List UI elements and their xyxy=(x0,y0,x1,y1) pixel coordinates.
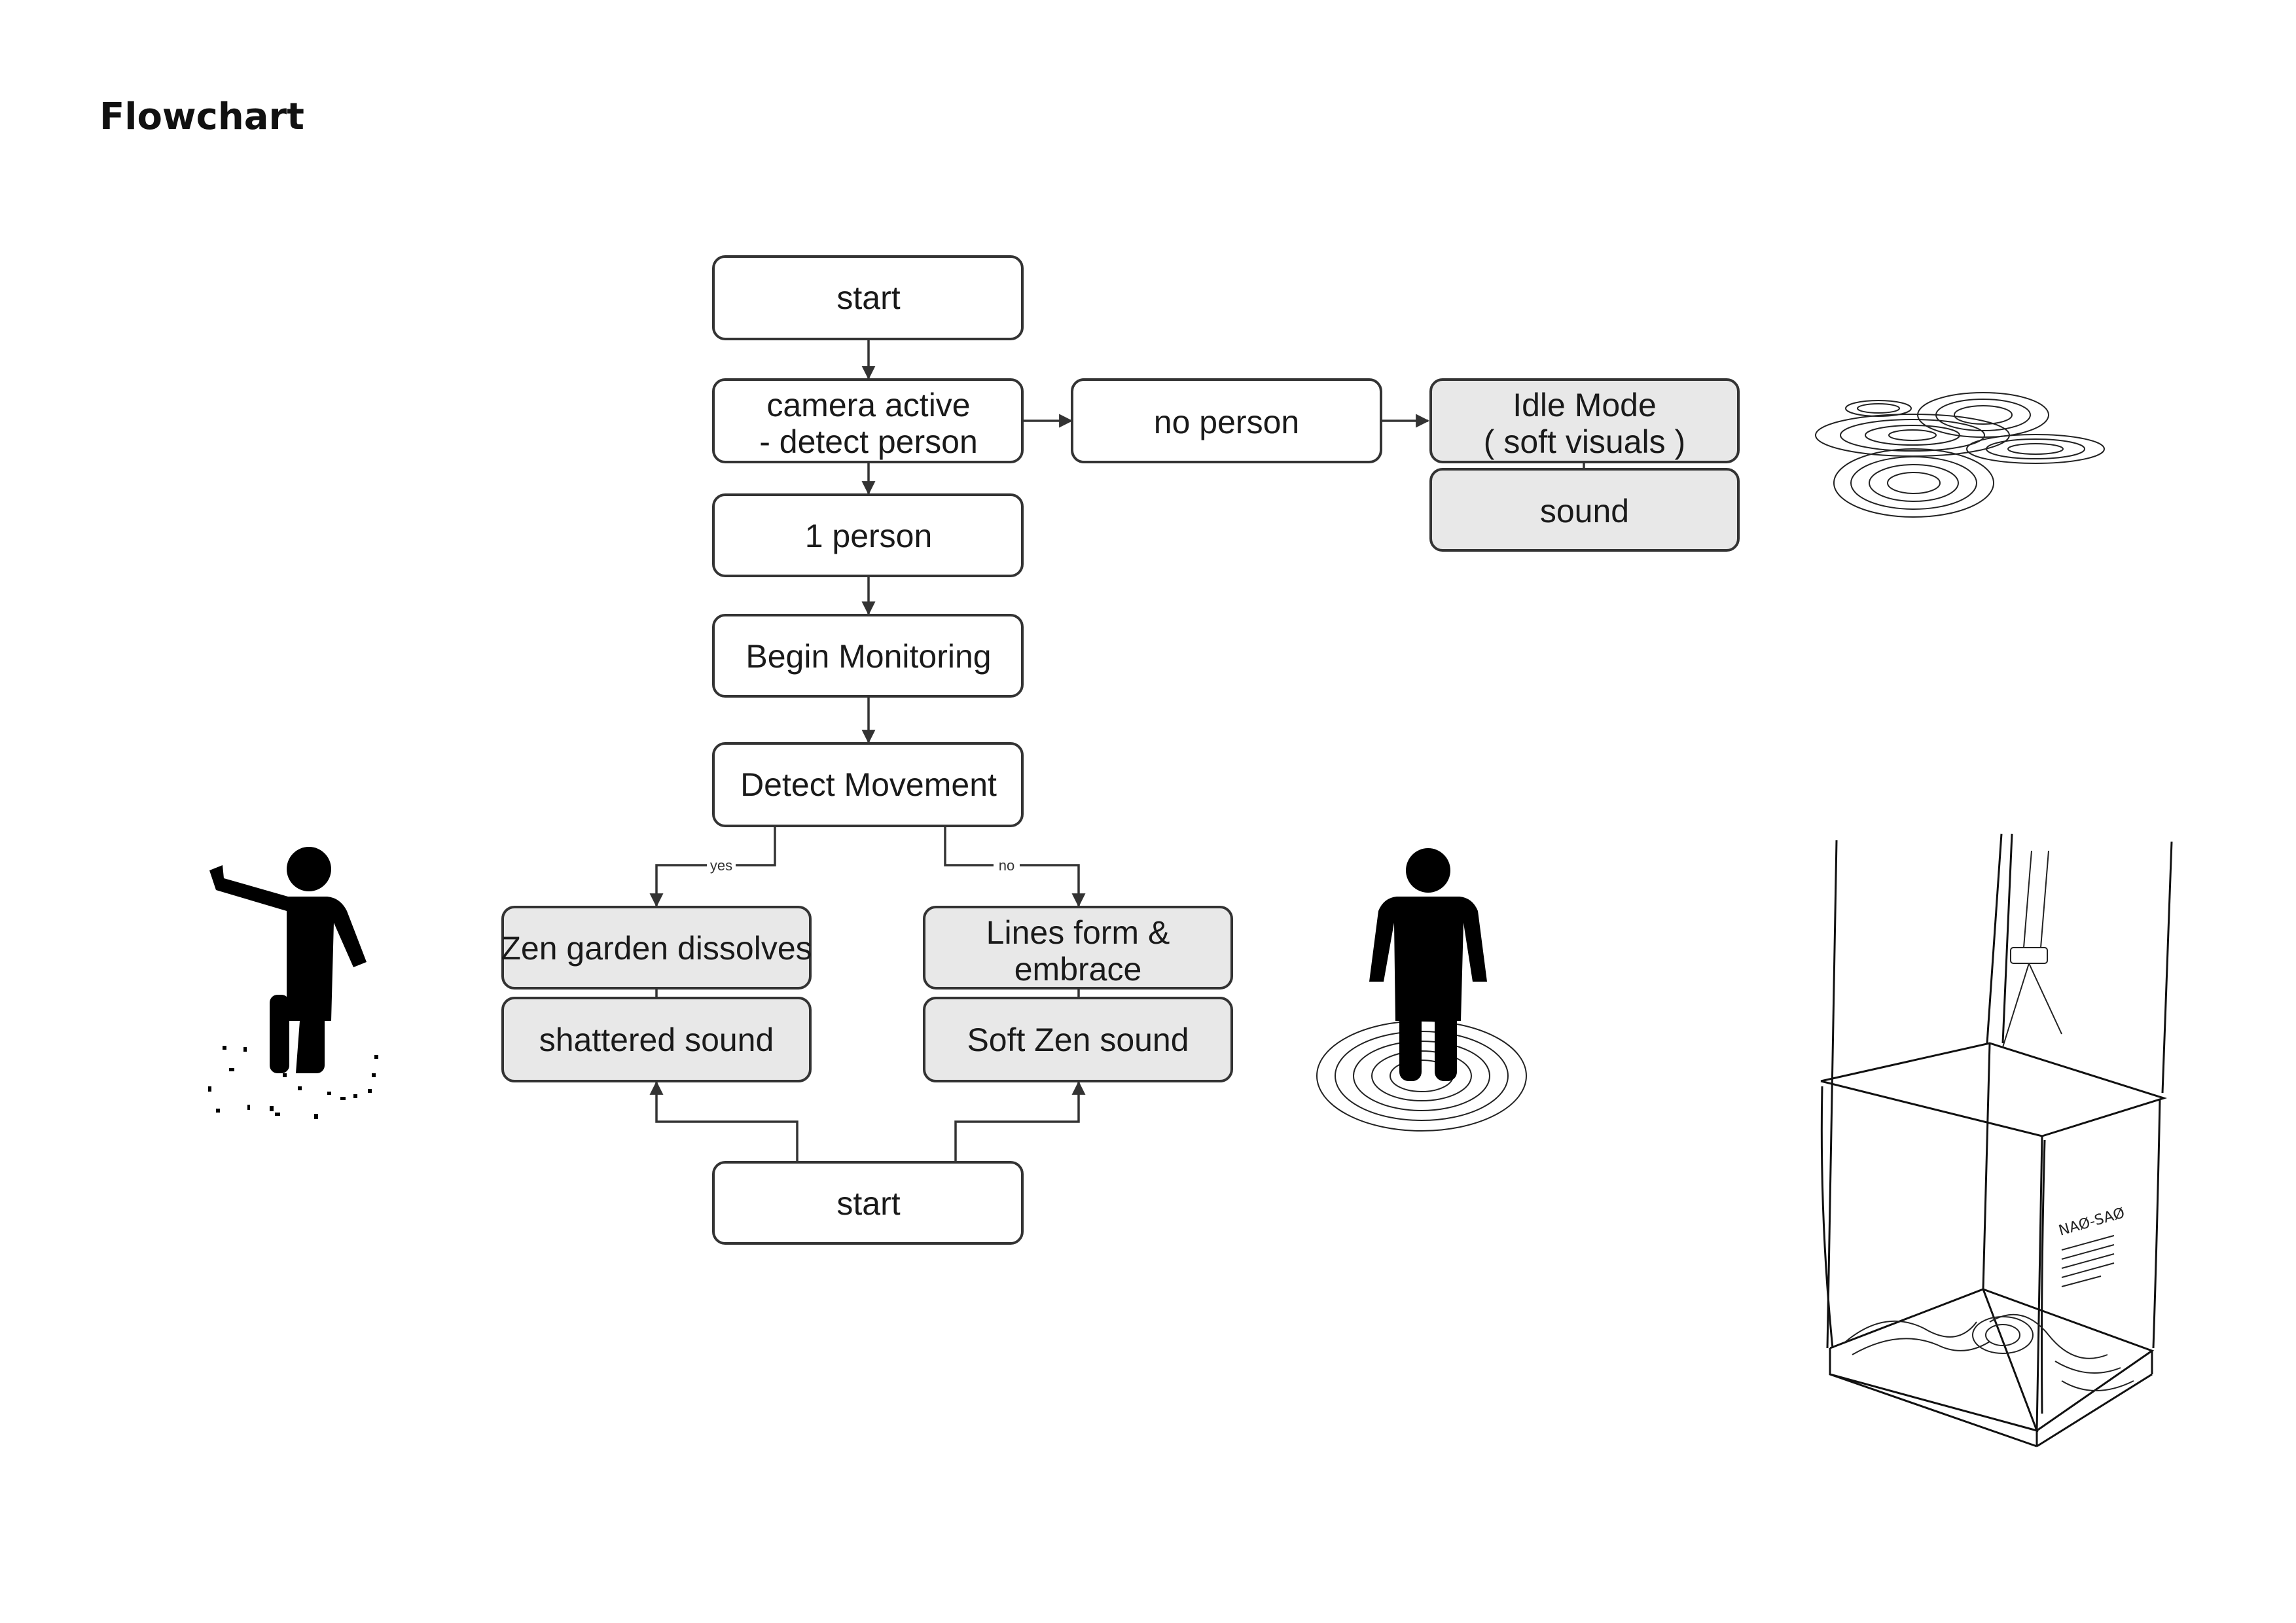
node-camera-line1: camera active xyxy=(766,387,970,423)
node-soft-zen-label: Soft Zen sound xyxy=(967,1022,1189,1058)
node-zen-dissolves[interactable]: Zen garden dissolves xyxy=(501,906,812,990)
edge-label-no: no xyxy=(999,857,1014,874)
node-camera-line2: - detect person xyxy=(759,423,978,460)
no-label-bg xyxy=(994,856,1020,874)
node-camera-active[interactable]: camera active - detect person xyxy=(712,378,1024,463)
node-begin-monitoring[interactable]: Begin Monitoring xyxy=(712,614,1024,698)
waving-person-icon xyxy=(208,847,378,1119)
page-title: Flowchart xyxy=(99,96,304,138)
node-detect-label: Detect Movement xyxy=(740,766,997,803)
standing-person-icon xyxy=(1316,848,1527,1132)
edge-startbottom-softzen xyxy=(954,1080,1086,1161)
node-no-person[interactable]: no person xyxy=(1071,378,1382,463)
node-start-bottom-label: start xyxy=(836,1185,900,1222)
node-zen-label: Zen garden dissolves xyxy=(501,930,812,967)
node-lines-form[interactable]: Lines form & embrace xyxy=(923,906,1233,990)
ripples-icon xyxy=(1815,392,2105,518)
node-idle-line1: Idle Mode xyxy=(1513,387,1657,423)
edge-label-yes: yes xyxy=(710,857,732,874)
node-lines-line2: embrace xyxy=(1014,951,1142,988)
yes-label-bg xyxy=(707,856,736,874)
edge-startbottom-shattered xyxy=(649,1080,798,1161)
node-sound[interactable]: sound xyxy=(1429,468,1740,552)
booth-sketch-icon: NAØ-SAØ xyxy=(1820,833,2173,1448)
node-sound-label: sound xyxy=(1540,493,1629,529)
node-begin-label: Begin Monitoring xyxy=(745,638,991,675)
node-lines-line1: Lines form & xyxy=(986,914,1170,951)
node-idle-mode[interactable]: Idle Mode ( soft visuals ) xyxy=(1429,378,1740,463)
booth-sign-text: NAØ-SAØ xyxy=(2057,1205,2126,1240)
node-start-bottom[interactable]: start xyxy=(712,1161,1024,1245)
node-start-top[interactable]: start xyxy=(712,255,1024,340)
node-no-person-label: no person xyxy=(1154,404,1299,440)
node-shattered-label: shattered sound xyxy=(539,1022,774,1058)
node-start-top-label: start xyxy=(836,279,900,316)
node-soft-zen-sound[interactable]: Soft Zen sound xyxy=(923,997,1233,1082)
node-idle-line2: ( soft visuals ) xyxy=(1484,423,1685,460)
edges: yes no xyxy=(649,339,1585,1161)
node-shattered-sound[interactable]: shattered sound xyxy=(501,997,812,1082)
node-one-person[interactable]: 1 person xyxy=(712,493,1024,577)
node-detect-movement[interactable]: Detect Movement xyxy=(712,742,1024,827)
node-one-person-label: 1 person xyxy=(805,518,933,554)
